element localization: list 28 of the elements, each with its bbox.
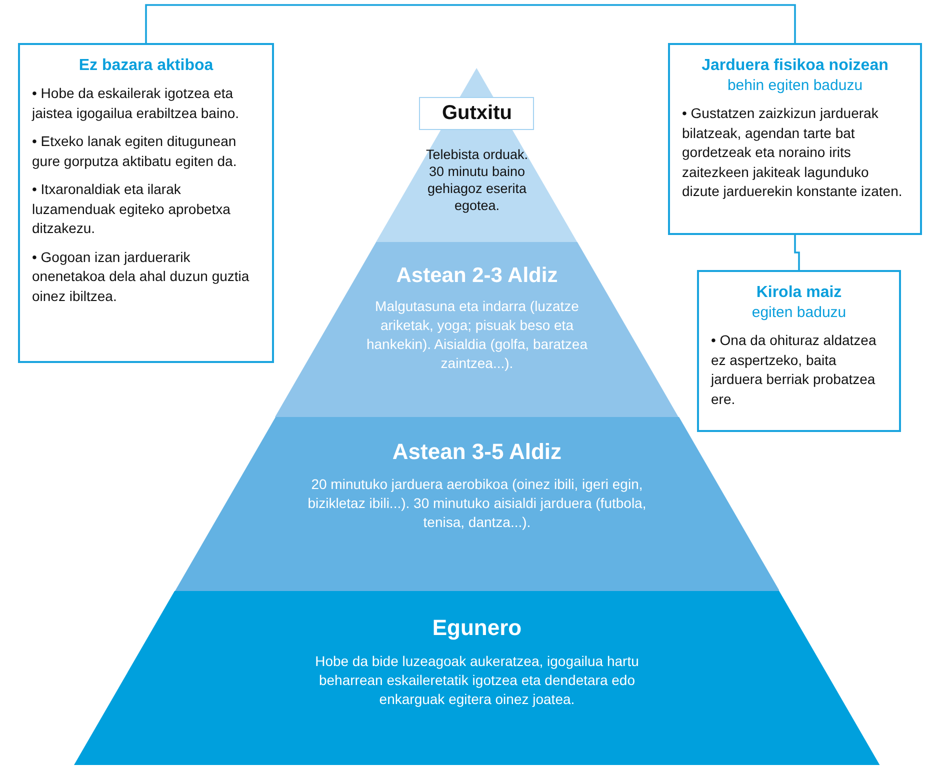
tier-heading: Gutxitu — [419, 97, 534, 130]
info-box — [697, 270, 901, 432]
tier-description: Telebista orduak. 30 minutu baino gehiagoz eserita egotea. — [424, 146, 530, 214]
box-subheading: behin egiten baduzu — [727, 76, 863, 96]
connector-line — [794, 235, 800, 270]
info-box — [18, 43, 274, 363]
box-heading: Jarduera fisikoa noizean — [702, 56, 888, 76]
pyramid-tier — [74, 591, 880, 765]
connector-line — [145, 4, 796, 43]
tier-heading: Astean 2-3 Aldiz — [396, 263, 558, 288]
bullet-text: • Itxaronaldiak eta ilarak luzamenduak egiteko aprobetxa ditzakezu. — [32, 180, 232, 238]
bullet-text: • Etxeko lanak egiten ditugunean gure gorputza aktibatu egiten da. — [32, 132, 238, 171]
box-heading: Ez bazara aktiboa — [78, 56, 214, 76]
bullet-text: • Gustatzen zaizkizun jarduerak bilatzeak, agendan tarte bat gordetzeak eta noraino irits zaitezkeen jakiteak lagunduko dizute jarduerekin konstante izaten. — [682, 104, 904, 201]
pyramid-tier — [275, 242, 679, 417]
tier-description: Malgutasuna eta indarra (luzatze ariketak, yoga; pisuak beso eta hankekin). Aisialdia (golfa, baratzea zaintzea...). — [365, 297, 588, 373]
box-heading: Kirola maiz — [756, 283, 842, 303]
box-subheading: egiten baduzu — [752, 303, 846, 323]
tier-description: Hobe da bide luzeagoak aukeratzea, igogailua hartu beharrean eskaileretatik igotzea eta dendetara edo enkarguak egitera oinez joatea. — [314, 652, 640, 709]
pyramid-tier — [376, 68, 578, 242]
tier-heading: Astean 3-5 Aldiz — [392, 439, 562, 465]
info-box — [668, 43, 922, 235]
tier-heading: Egunero — [432, 615, 522, 641]
pyramid-tier — [174, 417, 780, 591]
bullet-text: • Gogoan izan jarduerarik onenetakoa dela ahal duzun guztia oinez ibiltzea. — [32, 248, 250, 306]
bullet-text: • Hobe da eskailerak igotzea eta jaistea igogailua erabiltzea baino. — [32, 84, 240, 123]
tier-description: 20 minutuko jarduera aerobikoa (oinez ibili, igeri egin, bizikletaz ibili...). 30 minutuko aisialdi jarduera (futbola, tenisa, dantza...). — [306, 475, 648, 532]
bullet-text: • Ona da ohituraz aldatzea ez aspertzeko, baita jarduera berriak probatzea ere. — [711, 331, 878, 408]
